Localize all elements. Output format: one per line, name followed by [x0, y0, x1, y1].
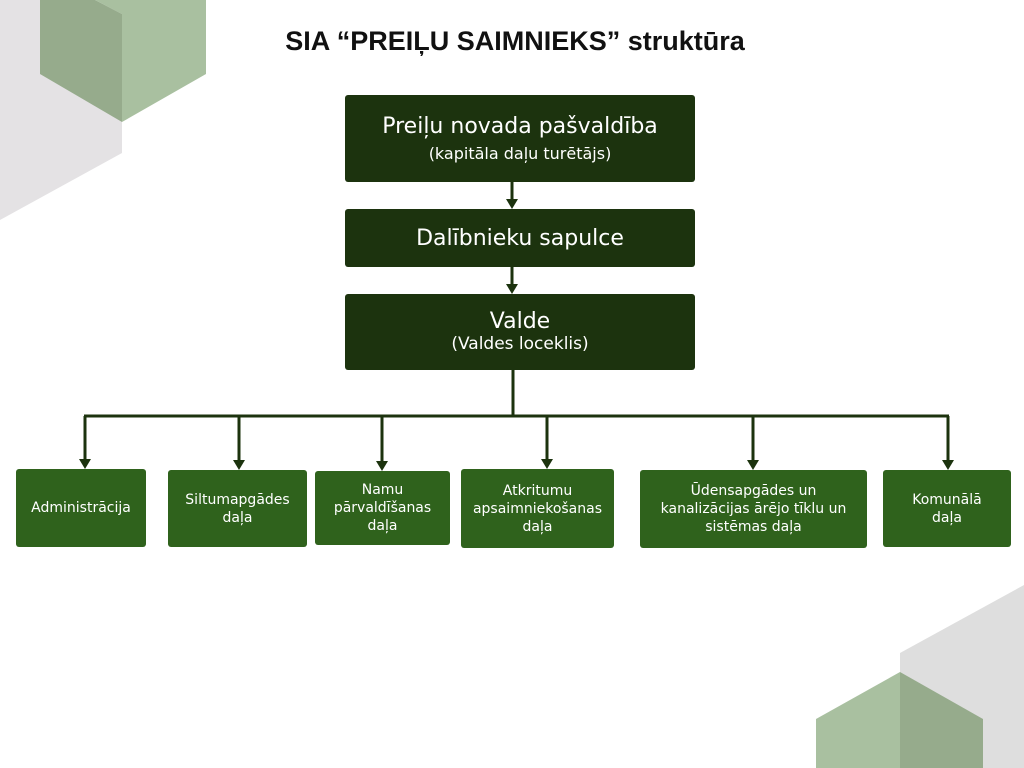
decor-green-cube-dark-face [40, 0, 122, 122]
department-housing-management: Namu pārvaldīšanas daļa [315, 471, 450, 545]
assembly-box: Dalībnieku sapulce [345, 209, 695, 267]
arrow-head [376, 461, 388, 471]
department-water-sewerage: Ūdensapgādes un kanalizācijas ārējo tīkl… [640, 470, 867, 548]
department-communal: Komunālā daļa [883, 470, 1011, 547]
arrow-head [747, 460, 759, 470]
department-waste-management: Atkritumu apsaimniekošanas daļa [461, 469, 614, 548]
department-label: Administrācija [31, 500, 131, 516]
decor-green-shape-light [816, 672, 900, 768]
department-label: Namu pārvaldīšanas daļa [333, 482, 432, 534]
arrow-head [541, 459, 553, 469]
department-label: Atkritumu apsaimniekošanas daļa [472, 482, 603, 535]
department-label: Komunālā daļa [912, 491, 982, 526]
board-subtitle: (Valdes loceklis) [451, 334, 589, 354]
arrow-head [506, 199, 518, 209]
owner-box: Preiļu novada pašvaldība (kapitāla daļu … [345, 95, 695, 182]
page-title: SIA “PREIĻU SAIMNIEKS” struktūra [285, 26, 745, 56]
assembly-title: Dalībnieku sapulce [416, 225, 624, 251]
department-administration: Administrācija [16, 469, 146, 547]
department-heating: Siltumapgādes daļa [168, 470, 307, 547]
board-title: Valde [489, 309, 551, 334]
arrow-head [942, 460, 954, 470]
department-label: Ūdensapgādes un kanalizācijas ārējo tīkl… [660, 483, 847, 535]
department-label: Siltumapgādes daļa [185, 491, 290, 526]
board-box: Valde (Valdes loceklis) [345, 294, 695, 370]
decor-green-cube-light-face [95, 0, 206, 122]
decor-green-shape-dark [900, 672, 983, 768]
arrow-head [233, 460, 245, 470]
owner-title: Preiļu novada pašvaldība [382, 114, 658, 139]
arrow-head [506, 284, 518, 294]
arrow-head [79, 459, 91, 469]
owner-subtitle: (kapitāla daļu turētājs) [428, 144, 612, 163]
